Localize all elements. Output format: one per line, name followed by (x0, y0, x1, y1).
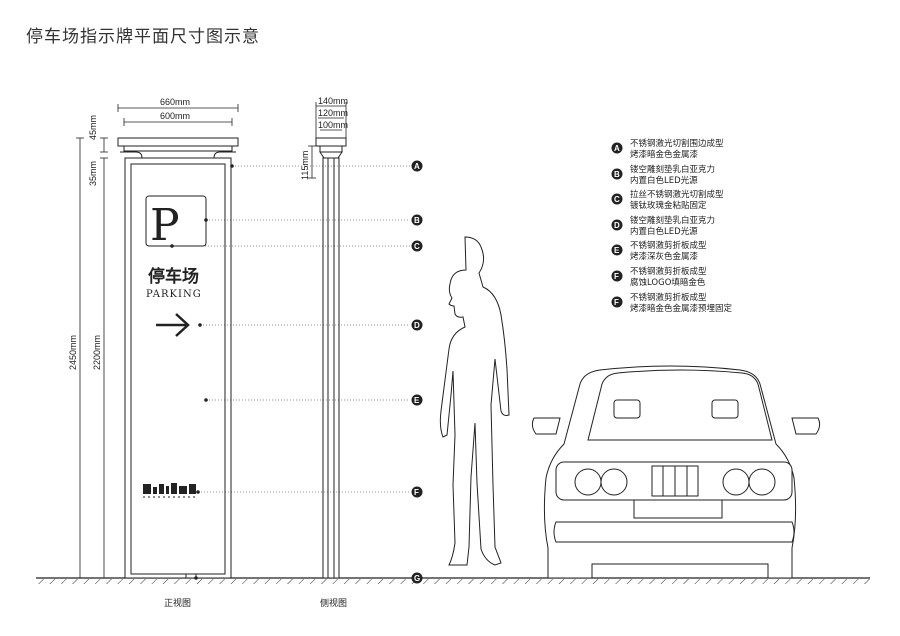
ground-line (36, 577, 870, 584)
human-silhouette (439, 236, 510, 566)
legend-letter: F (614, 298, 619, 307)
callout-d: D (414, 321, 420, 330)
callout-markers (411, 160, 423, 584)
dim-660: 660mm (160, 97, 190, 107)
arrow-right-icon (156, 313, 190, 337)
logo-mark (143, 483, 196, 498)
legend-markers (611, 142, 623, 308)
front-view-label: 正视图 (164, 597, 191, 609)
callout-a: A (414, 162, 420, 171)
legend-text: 烤漆深灰色金属漆 (630, 251, 699, 262)
callout-g: G (414, 574, 420, 583)
car-front-view (531, 365, 821, 579)
callout-dots (170, 164, 234, 580)
legend-text: 不锈钢激剪折板成型 (630, 240, 707, 251)
dim-100: 100mm (318, 120, 348, 130)
dim-140: 140mm (318, 96, 348, 106)
legend-text: 镀钛玫瑰金粘贴固定 (630, 200, 707, 211)
legend-letter: F (614, 272, 619, 281)
legend-text: 镂空雕刻垫乳白亚克力 (630, 215, 715, 226)
legend-text: 烤漆暗金色金属漆预埋固定 (630, 303, 733, 314)
dim-35: 35mm (88, 161, 98, 186)
dim-2450: 2450mm (68, 335, 78, 370)
side-view-label: 侧视图 (320, 597, 347, 609)
parking-en-text: PARKING (146, 289, 202, 300)
legend-text: 不锈钢激光切割围边成型 (630, 138, 724, 149)
parking-p-letter: P (150, 200, 180, 251)
legend-text: 烤漆暗金色金属漆 (630, 149, 699, 160)
side-view-sign (315, 137, 347, 579)
legend-text: 拉丝不锈钢激光切割成型 (630, 189, 724, 200)
dim-115: 115mm (300, 151, 310, 180)
front-view-sign (117, 137, 239, 579)
callout-b: B (414, 216, 420, 225)
legend-text: 镂空雕刻垫乳白亚克力 (630, 164, 715, 175)
legend-letter: C (614, 195, 620, 204)
dimension-lines (76, 102, 347, 579)
dim-45: 45mm (88, 115, 98, 140)
legend-text: 不锈钢激剪折板成型 (630, 266, 707, 277)
callout-f: F (414, 488, 419, 497)
legend-text: 不锈钢激剪折板成型 (630, 292, 707, 303)
callout-e: E (414, 396, 420, 405)
callout-leaders (172, 165, 410, 579)
dim-2200: 2200mm (92, 335, 102, 370)
legend-text: 内置白色LED光源 (630, 175, 698, 186)
dim-600: 600mm (160, 111, 190, 121)
legend-letter: E (614, 246, 620, 255)
legend-letter: A (614, 144, 620, 153)
legend-text: 腐蚀LOGO填暗金色 (630, 277, 706, 288)
legend-text: 内置白色LED光源 (630, 226, 698, 237)
parking-zh-text: 停车场 (148, 266, 199, 287)
callout-c: C (414, 242, 420, 251)
legend-letter: D (614, 221, 620, 230)
dim-120: 120mm (318, 108, 348, 118)
legend-letter: B (614, 170, 620, 179)
page-title: 停车场指示牌平面尺寸图示意 (26, 27, 260, 47)
